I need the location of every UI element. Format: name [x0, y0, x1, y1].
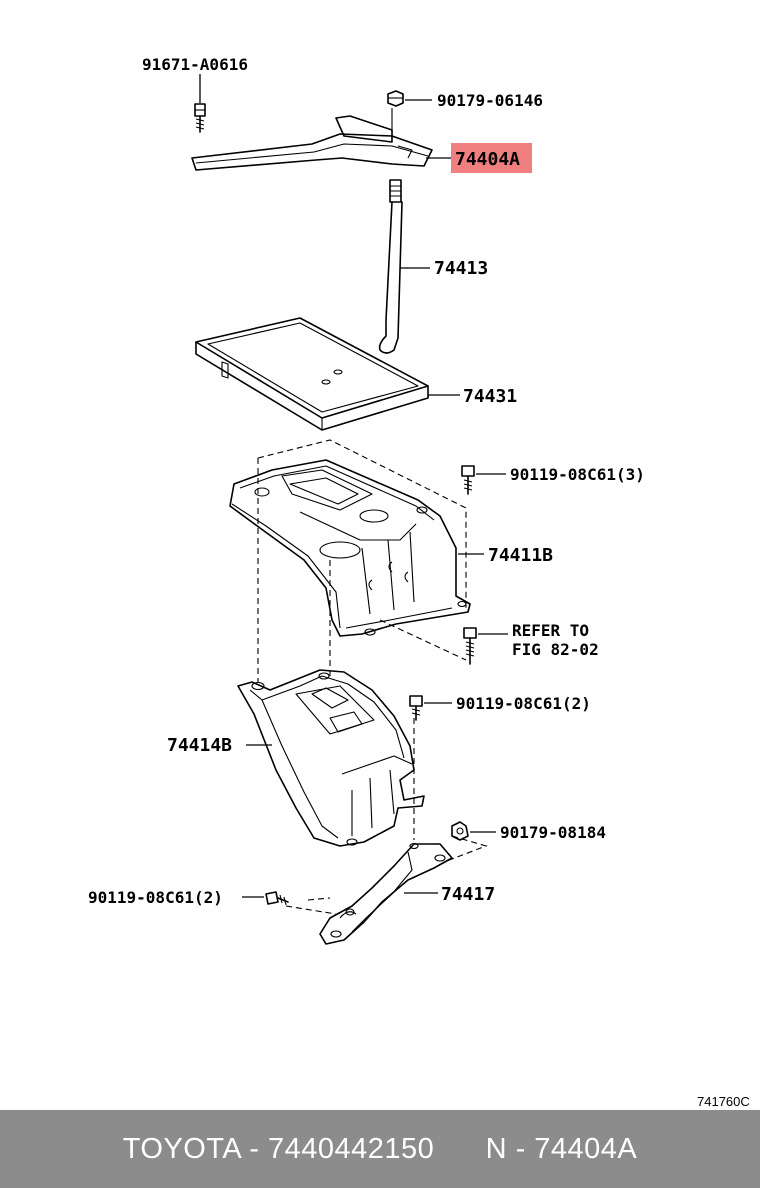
diagram-code: 741760C — [697, 1094, 750, 1109]
nut-90179-06146-icon — [387, 90, 404, 107]
parts-diagram: 91671-A0616 90179-06146 74404A 74413 744… — [88, 55, 750, 1109]
battery-rod-74413 — [378, 179, 403, 354]
bolt-91671-icon — [194, 103, 206, 133]
guide-dash-1 — [257, 439, 467, 610]
label-74417[interactable]: 74417 — [441, 884, 495, 905]
battery-clamp-74404A — [191, 108, 433, 171]
label-91671-A0616[interactable]: 91671-A0616 — [142, 55, 248, 74]
label-refer-to[interactable]: REFER TO — [512, 621, 589, 640]
label-90119-08C61-3[interactable]: 90119-08C61(3) — [510, 465, 645, 484]
label-90179-08184[interactable]: 90179-08184 — [500, 823, 606, 842]
bolt-refer-icon — [463, 627, 477, 665]
guide-dash-6 — [443, 835, 488, 863]
footer-bar: TOYOTA - 7440442150 N - 74404A — [0, 1110, 760, 1188]
label-74431[interactable]: 74431 — [463, 386, 517, 407]
highlight-74404A — [451, 143, 532, 173]
insulator-74414B — [237, 669, 425, 847]
bolt-90119-2b-icon — [265, 891, 289, 906]
label-74413[interactable]: 74413 — [434, 258, 488, 279]
bracket-74417 — [319, 842, 453, 945]
battery-carrier-74411B — [229, 459, 471, 637]
label-90119-08C61-2a[interactable]: 90119-08C61(2) — [456, 694, 591, 713]
bolt-90119-3-icon — [461, 465, 475, 495]
label-90179-06146[interactable]: 90179-06146 — [437, 91, 543, 110]
guide-dash-7 — [285, 897, 337, 915]
label-74404A[interactable]: 74404A — [455, 149, 520, 170]
battery-tray-74431 — [195, 317, 429, 431]
label-74411B[interactable]: 74411B — [488, 545, 553, 566]
footer-part-info: TOYOTA - 7440442150 N - 74404A — [122, 1132, 638, 1165]
label-90119-08C61-2b[interactable]: 90119-08C61(2) — [88, 888, 223, 907]
label-fig-82-02[interactable]: FIG 82-02 — [512, 640, 599, 659]
nut-90179-08184-icon — [451, 821, 469, 841]
guide-dash-4 — [379, 619, 467, 661]
bolt-90119-2a-icon — [409, 695, 423, 721]
label-74414B[interactable]: 74414B — [167, 735, 232, 756]
